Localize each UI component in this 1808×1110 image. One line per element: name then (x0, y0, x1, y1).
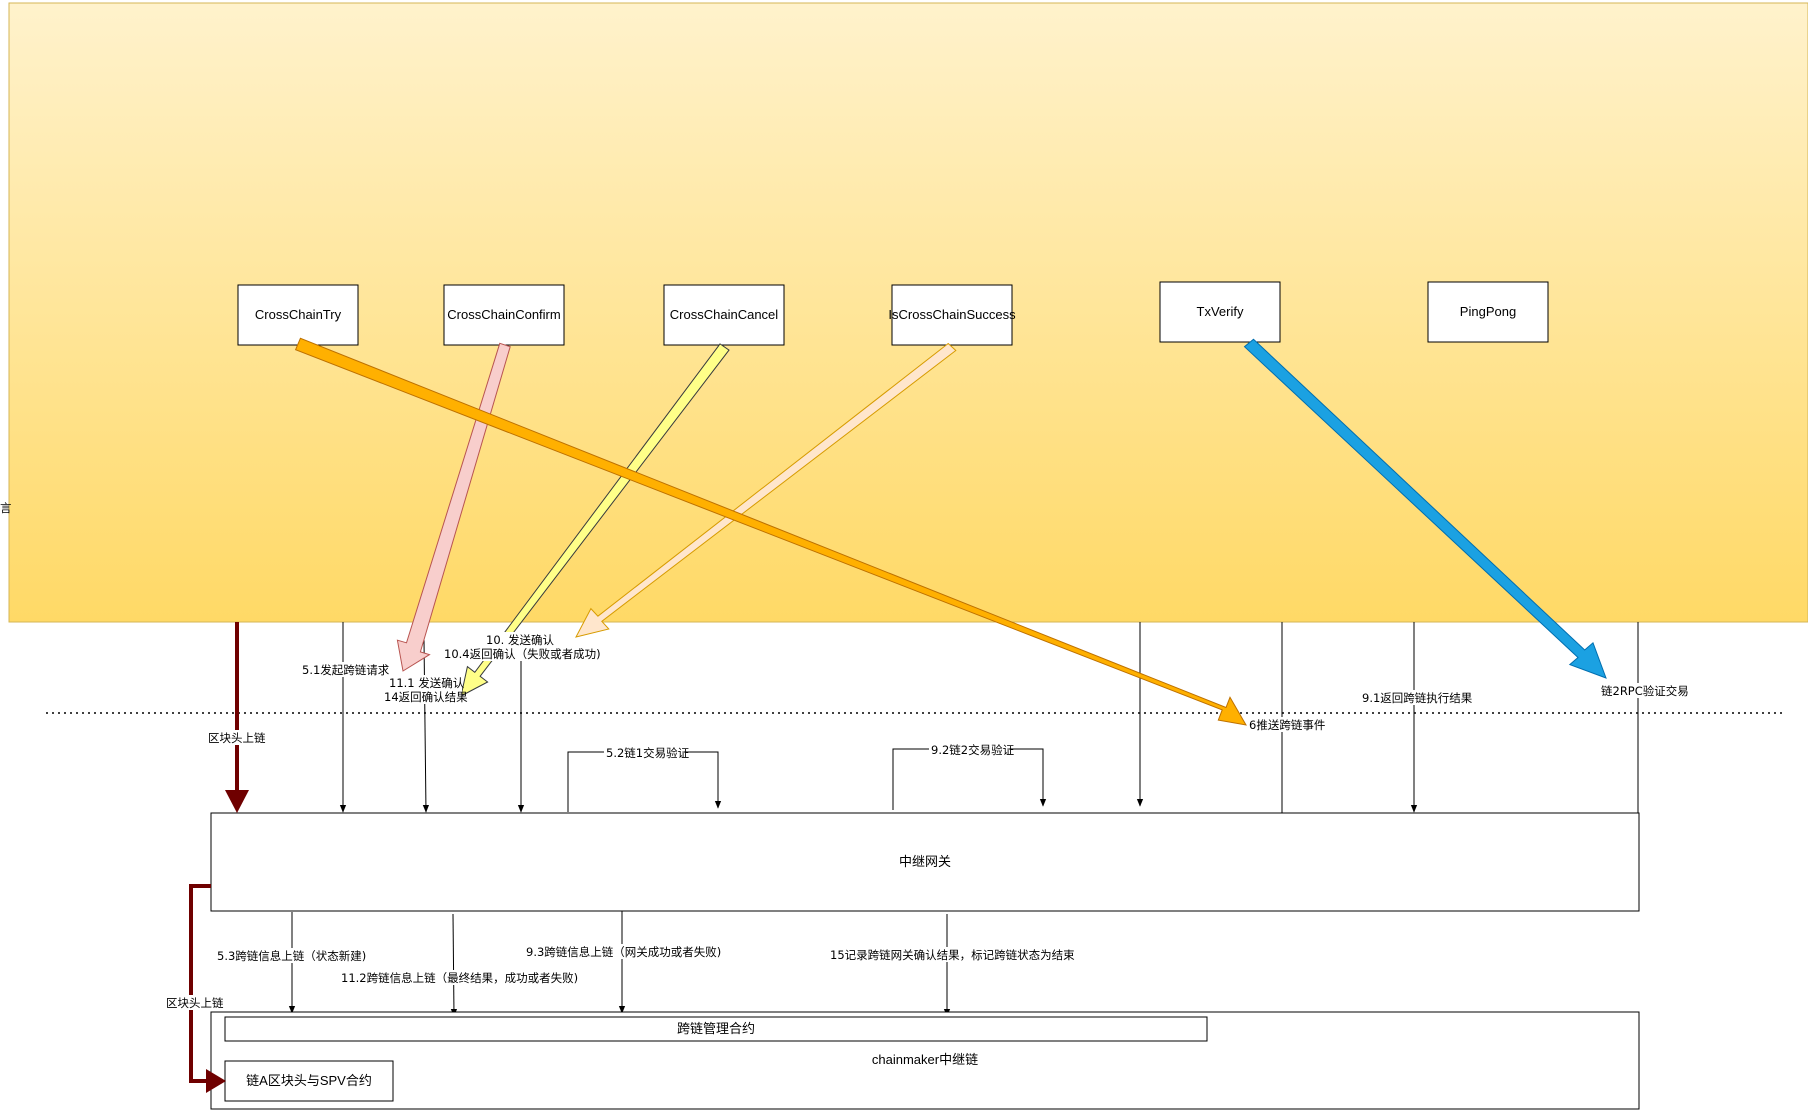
label-6: 6推送跨链事件 (1247, 717, 1325, 732)
svg-text:10.4返回确认（失败或者成功): 10.4返回确认（失败或者成功) (444, 647, 601, 661)
svg-text:15记录跨链网关确认结果，标记跨链状态为结束: 15记录跨链网关确认结果，标记跨链状态为结束 (830, 948, 1075, 962)
label-14: 14返回确认结果 (382, 689, 468, 704)
label-5-2: 5.2链1交易验证 (604, 745, 690, 760)
svg-text:9.1返回跨链执行结果: 9.1返回跨链执行结果 (1362, 691, 1473, 705)
svg-text:区块头上链: 区块头上链 (166, 996, 224, 1010)
block-header-arrow-1 (225, 622, 249, 813)
relay-gateway: 中继网关 (210, 812, 1640, 912)
method-box-crosschaincancel: CrossChainCancel (663, 284, 785, 346)
method-label: TxVerify (1197, 304, 1244, 319)
label-11-1: 11.1 发送确认 (387, 675, 465, 690)
svg-text:链2RPC验证交易: 链2RPC验证交易 (1601, 684, 1689, 698)
svg-text:11.2跨链信息上链（最终结果，成功或者失败): 11.2跨链信息上链（最终结果，成功或者失败) (341, 971, 578, 985)
relay-gateway-label: 中继网关 (899, 854, 951, 869)
svg-text:6推送跨链事件: 6推送跨链事件 (1249, 718, 1325, 732)
svg-text:10. 发送确认: 10. 发送确认 (486, 633, 554, 647)
method-box-iscrosschainsuccess: IsCrossChainSuccess (888, 284, 1016, 346)
svg-text:5.3跨链信息上链（状态新建): 5.3跨链信息上链（状态新建) (217, 949, 366, 963)
svg-text:11.1 发送确认: 11.1 发送确认 (389, 676, 465, 690)
label-block-header-1: 区块头上链 (206, 730, 266, 745)
method-label: CrossChainCancel (670, 307, 778, 322)
svg-text:9.3跨链信息上链（网关成功或者失败): 9.3跨链信息上链（网关成功或者失败) (526, 945, 721, 959)
block-header-arrow-2 (189, 884, 226, 1093)
label-block-header-2: 区块头上链 (164, 995, 224, 1010)
cross-chain-contract: 跨链管理合约 (224, 1016, 1208, 1042)
label-11-2: 11.2跨链信息上链（最终结果，成功或者失败) (339, 970, 578, 985)
label-15: 15记录跨链网关确认结果，标记跨链状态为结束 (828, 947, 1075, 962)
method-box-crosschaintry: CrossChainTry (237, 284, 359, 346)
svg-text:区块头上链: 区块头上链 (208, 731, 266, 745)
label-9-1: 9.1返回跨链执行结果 (1360, 690, 1473, 705)
peach-success-arrow (575, 342, 957, 638)
label-5-3: 5.3跨链信息上链（状态新建) (215, 948, 366, 963)
method-label: IsCrossChainSuccess (888, 307, 1016, 322)
method-box-txverify: TxVerify (1159, 281, 1281, 343)
orange-event-arrow (294, 337, 1247, 726)
label-rpc: 链2RPC验证交易 (1599, 683, 1689, 698)
method-label: PingPong (1460, 304, 1516, 319)
cross-chain-contract-label: 跨链管理合约 (677, 1021, 755, 1036)
spv-contract: 链A区块头与SPV合约 (224, 1060, 394, 1102)
method-label: CrossChainConfirm (447, 307, 560, 322)
svg-text:5.1发起跨链请求: 5.1发起跨链请求 (302, 663, 390, 677)
pink-confirm-arrow (396, 342, 511, 672)
label-9-2: 9.2链2交易验证 (929, 742, 1015, 757)
method-box-pingpong: PingPong (1427, 281, 1549, 343)
blue-verify-arrow (1243, 338, 1607, 679)
relay-chain-label: chainmaker中继链 (872, 1052, 978, 1067)
svg-text:5.2链1交易验证: 5.2链1交易验证 (606, 746, 690, 760)
label-10-send-confirm: 10. 发送确认 (484, 632, 556, 647)
spv-contract-label: 链A区块头与SPV合约 (246, 1073, 372, 1088)
svg-text:9.2链2交易验证: 9.2链2交易验证 (931, 743, 1015, 757)
label-9-3: 9.3跨链信息上链（网关成功或者失败) (524, 944, 721, 959)
svg-text:14返回确认结果: 14返回确认结果 (384, 690, 468, 704)
label-5-1: 5.1发起跨链请求 (299, 662, 390, 677)
yellow-cancel-arrow (460, 343, 730, 697)
panel-side-fragment: 言 (0, 501, 12, 515)
method-label: CrossChainTry (255, 307, 342, 322)
method-box-crosschainconfirm: CrossChainConfirm (443, 284, 565, 346)
label-10-4: 10.4返回确认（失败或者成功) (442, 646, 601, 661)
